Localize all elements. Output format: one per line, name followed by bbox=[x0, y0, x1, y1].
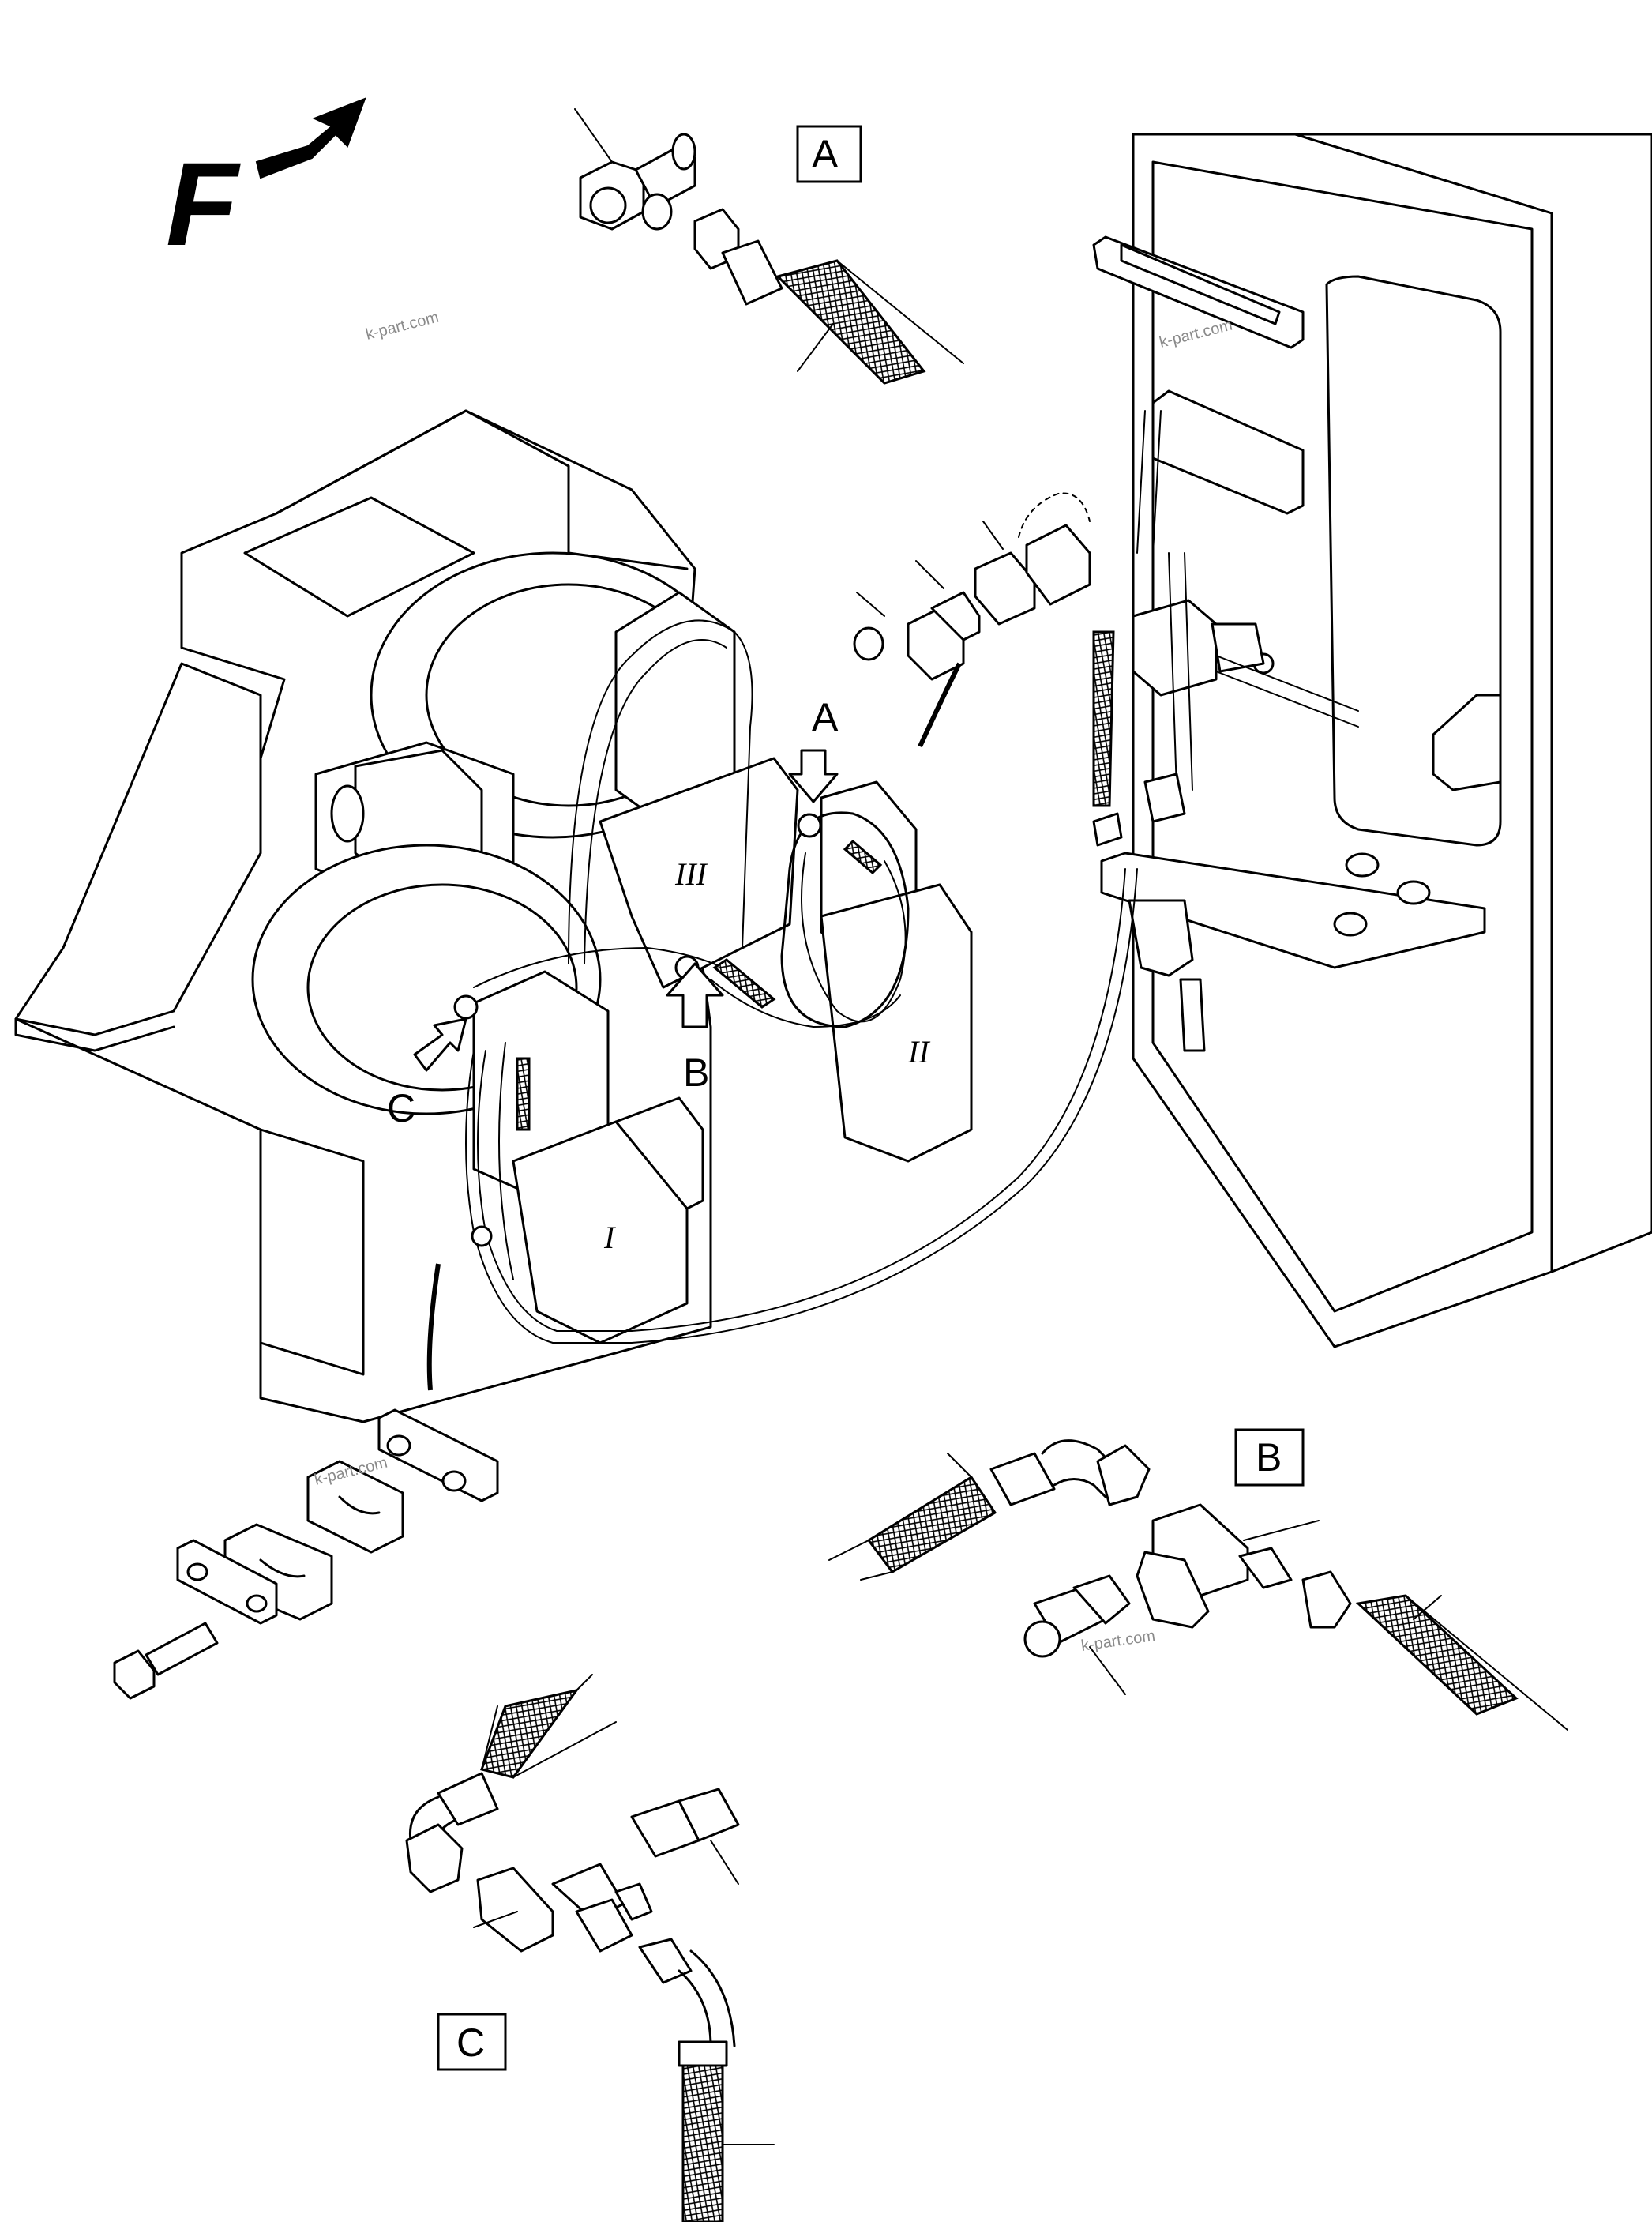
leader-line bbox=[1243, 1520, 1320, 1541]
front-direction-arrow-icon bbox=[255, 97, 366, 179]
leader-line bbox=[574, 108, 613, 163]
front-mark-letter: F bbox=[166, 137, 241, 270]
detail-b-label: B bbox=[1256, 1435, 1282, 1479]
detail-c-label: C bbox=[456, 2021, 485, 2065]
front-direction-mark: F bbox=[166, 97, 366, 270]
detail-a-label: A bbox=[812, 132, 839, 176]
detail-a-box bbox=[796, 125, 862, 183]
leader-line bbox=[473, 1911, 518, 1928]
hose-routing bbox=[453, 619, 1138, 1344]
callout-c-arrow-icon bbox=[413, 1017, 467, 1072]
callout-a-label: A bbox=[812, 695, 839, 739]
callout-a: A bbox=[788, 695, 839, 803]
quick-coupler-parts bbox=[853, 492, 1091, 748]
caliper-1-mark: I bbox=[603, 1220, 616, 1255]
o-ring-icon bbox=[853, 626, 884, 661]
detail-c-tee-fitting: C bbox=[405, 1674, 775, 2222]
brake-caliper-3: III bbox=[599, 591, 799, 989]
control-panel-frame bbox=[1092, 133, 1652, 1348]
caliper-2-mark: II bbox=[907, 1034, 930, 1070]
callout-b-arrow-icon bbox=[666, 962, 724, 1028]
detail-b-box bbox=[1234, 1428, 1305, 1487]
callout-c: C bbox=[387, 1017, 467, 1130]
watermark: k-part.com bbox=[1080, 1627, 1157, 1655]
caliper-3-mark: III bbox=[674, 856, 708, 892]
callout-a-arrow-icon bbox=[788, 749, 839, 803]
watermark: k-part.com bbox=[364, 309, 441, 344]
brake-caliper-2: II bbox=[780, 780, 973, 1163]
leader-line bbox=[1413, 1595, 1442, 1620]
callout-c-label: C bbox=[387, 1086, 415, 1130]
leader-line bbox=[797, 323, 834, 372]
detail-b-tee-fitting: B bbox=[828, 1428, 1568, 1731]
detail-a-fitting: A bbox=[574, 108, 964, 385]
detail-c-box bbox=[437, 2013, 507, 2071]
leader-line bbox=[1089, 1646, 1126, 1695]
callout-b-label: B bbox=[683, 1051, 709, 1095]
callout-b: B bbox=[666, 962, 724, 1095]
brake-caliper-1: I bbox=[472, 970, 704, 1344]
leader-line bbox=[710, 1840, 739, 1885]
hose-clamp-exploded bbox=[113, 1263, 499, 1700]
